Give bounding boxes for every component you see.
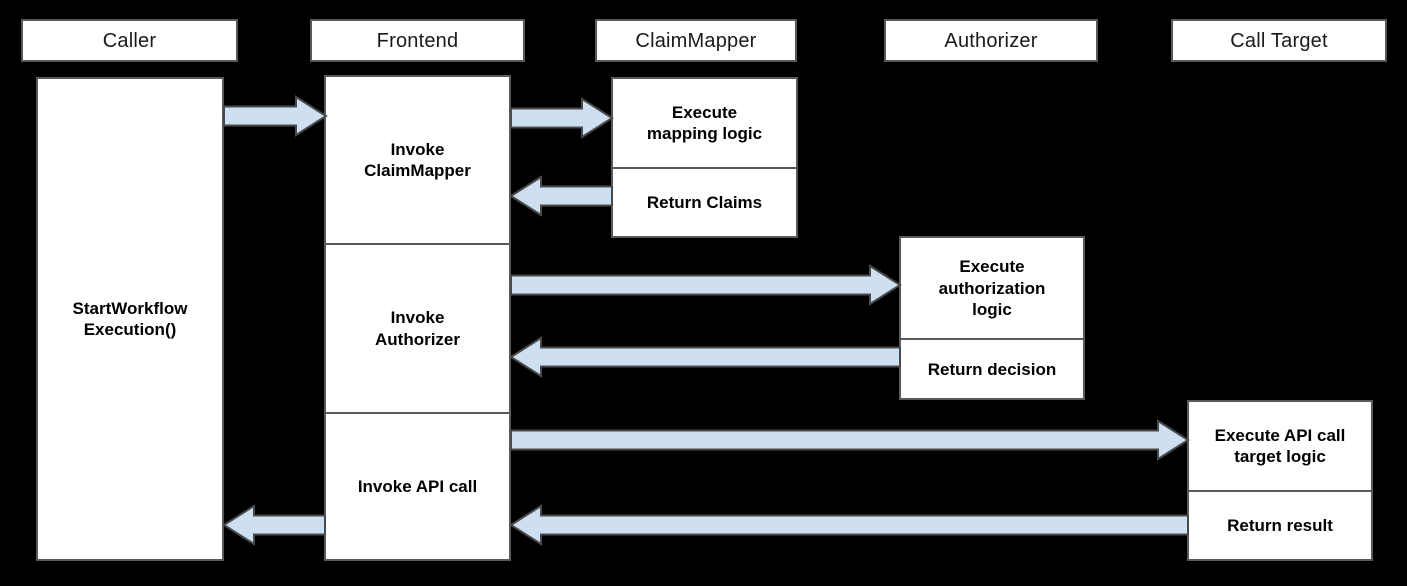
message-arrow-caller-to-frontend bbox=[223, 95, 328, 137]
activation-segment: Return result bbox=[1189, 490, 1371, 559]
message-arrow-calltarget-to-frontend bbox=[509, 504, 1189, 546]
arrow-shape bbox=[510, 264, 902, 306]
arrow-shape bbox=[509, 175, 613, 217]
arrow-shape bbox=[510, 419, 1190, 461]
activation-segment: StartWorkflow Execution() bbox=[72, 298, 188, 339]
arrow-shape bbox=[510, 97, 614, 139]
arrow-glyph-right bbox=[510, 264, 902, 306]
arrow-glyph-left bbox=[509, 336, 901, 378]
lifeline-label: ClaimMapper bbox=[635, 29, 757, 52]
message-arrow-frontend-to-claimmapper bbox=[510, 97, 614, 139]
lifeline-label: Caller bbox=[102, 29, 157, 52]
arrow-shape bbox=[222, 504, 326, 546]
activation-segment: Return Claims bbox=[613, 167, 796, 236]
arrow-shape bbox=[509, 504, 1189, 546]
arrow-glyph-left bbox=[509, 504, 1189, 546]
arrow-glyph-left bbox=[509, 175, 613, 217]
arrow-glyph-right bbox=[510, 97, 614, 139]
arrow-glyph-left bbox=[222, 504, 326, 546]
arrow-glyph-right bbox=[223, 95, 328, 137]
activation-segment: Execute authorization logic bbox=[938, 257, 1046, 319]
lifeline-header-authorizer: Authorizer bbox=[884, 19, 1098, 62]
activation-segment: Invoke Authorizer bbox=[326, 243, 509, 411]
caller-activation: StartWorkflow Execution() bbox=[36, 77, 224, 561]
lifeline-label: Authorizer bbox=[944, 29, 1038, 52]
message-arrow-frontend-to-authorizer bbox=[510, 264, 902, 306]
message-arrow-claimmapper-to-frontend bbox=[509, 175, 613, 217]
lifeline-label: Frontend bbox=[376, 29, 459, 52]
lifeline-header-calltarget: Call Target bbox=[1171, 19, 1387, 62]
lifeline-label: Call Target bbox=[1230, 29, 1328, 52]
activation-segment: Invoke ClaimMapper bbox=[364, 139, 471, 181]
lifeline-header-claimmapper: ClaimMapper bbox=[595, 19, 797, 62]
lifeline-header-caller: Caller bbox=[21, 19, 238, 62]
message-arrow-frontend-to-caller bbox=[222, 504, 326, 546]
message-arrow-authorizer-to-frontend bbox=[509, 336, 901, 378]
activation-segment: Execute API call target logic bbox=[1214, 425, 1346, 467]
activation-segment: Execute mapping logic bbox=[646, 102, 763, 144]
activation-segment: Invoke API call bbox=[326, 411, 509, 559]
arrow-glyph-right bbox=[510, 419, 1190, 461]
arrow-shape bbox=[223, 95, 328, 137]
arrow-shape bbox=[509, 336, 901, 378]
message-arrow-frontend-to-calltarget bbox=[510, 419, 1190, 461]
lifeline-header-frontend: Frontend bbox=[310, 19, 525, 62]
activation-segment: Return decision bbox=[901, 338, 1083, 398]
